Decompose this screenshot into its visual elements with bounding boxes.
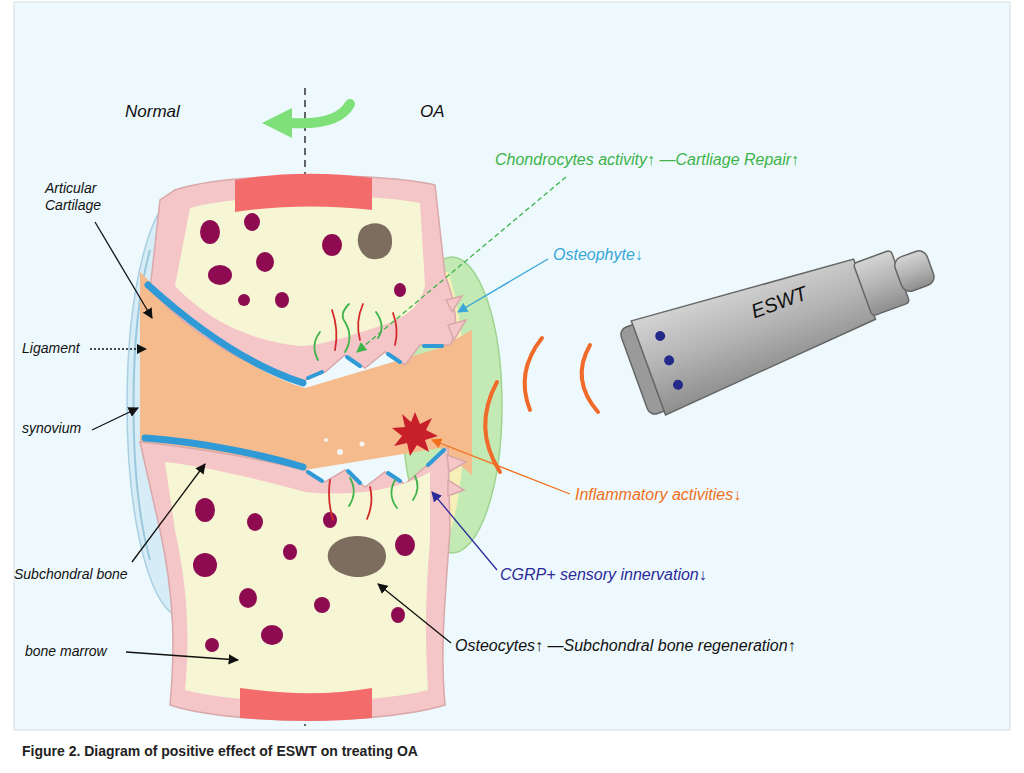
articular-cartilage xyxy=(148,285,303,383)
osteophyte xyxy=(446,296,466,496)
panel-heading: OA xyxy=(420,102,445,122)
debris xyxy=(324,438,365,455)
figure-caption: Figure 2. Diagram of positive effect of … xyxy=(22,743,418,759)
effect-label: Chondrocytes activity↑ —Cartliage Repair… xyxy=(495,150,799,169)
effect-label: Inflammatory activities↓ xyxy=(575,485,741,504)
inflammation-mark xyxy=(392,412,438,456)
effect-label: Osteophyte↓ xyxy=(553,245,643,264)
damaged-cartilage xyxy=(308,346,444,483)
direction-arrowhead xyxy=(262,108,292,138)
effect-label: Osteocytes↑ —Subchondral bone regenerati… xyxy=(455,636,796,655)
growth-plate xyxy=(235,174,372,212)
nerve-vessel xyxy=(314,304,417,520)
bone-lesion xyxy=(328,223,392,577)
growth-plate xyxy=(240,688,372,721)
device-label: ESWT xyxy=(748,281,811,323)
part-label: Subchondral bone xyxy=(14,566,128,583)
leader-line xyxy=(90,177,570,660)
shock-wave xyxy=(485,338,598,472)
effect-label: CGRP+ sensory innervation↓ xyxy=(500,565,707,584)
upper-bone-marrow xyxy=(175,196,425,346)
panel-ground xyxy=(14,2,1010,730)
bone-cell xyxy=(193,213,415,652)
lower-bone xyxy=(140,442,450,720)
panel-heading: Normal xyxy=(125,102,180,122)
part-label: Ligament xyxy=(22,340,80,357)
lower-bone-marrow xyxy=(165,462,430,701)
part-label: bone marrow xyxy=(25,643,107,660)
part-label: synovium xyxy=(22,420,81,437)
articular-cartilage xyxy=(145,438,303,467)
direction-arrow xyxy=(290,104,350,123)
eswt-device xyxy=(617,218,947,420)
part-label: Articular Cartilage xyxy=(45,180,125,214)
